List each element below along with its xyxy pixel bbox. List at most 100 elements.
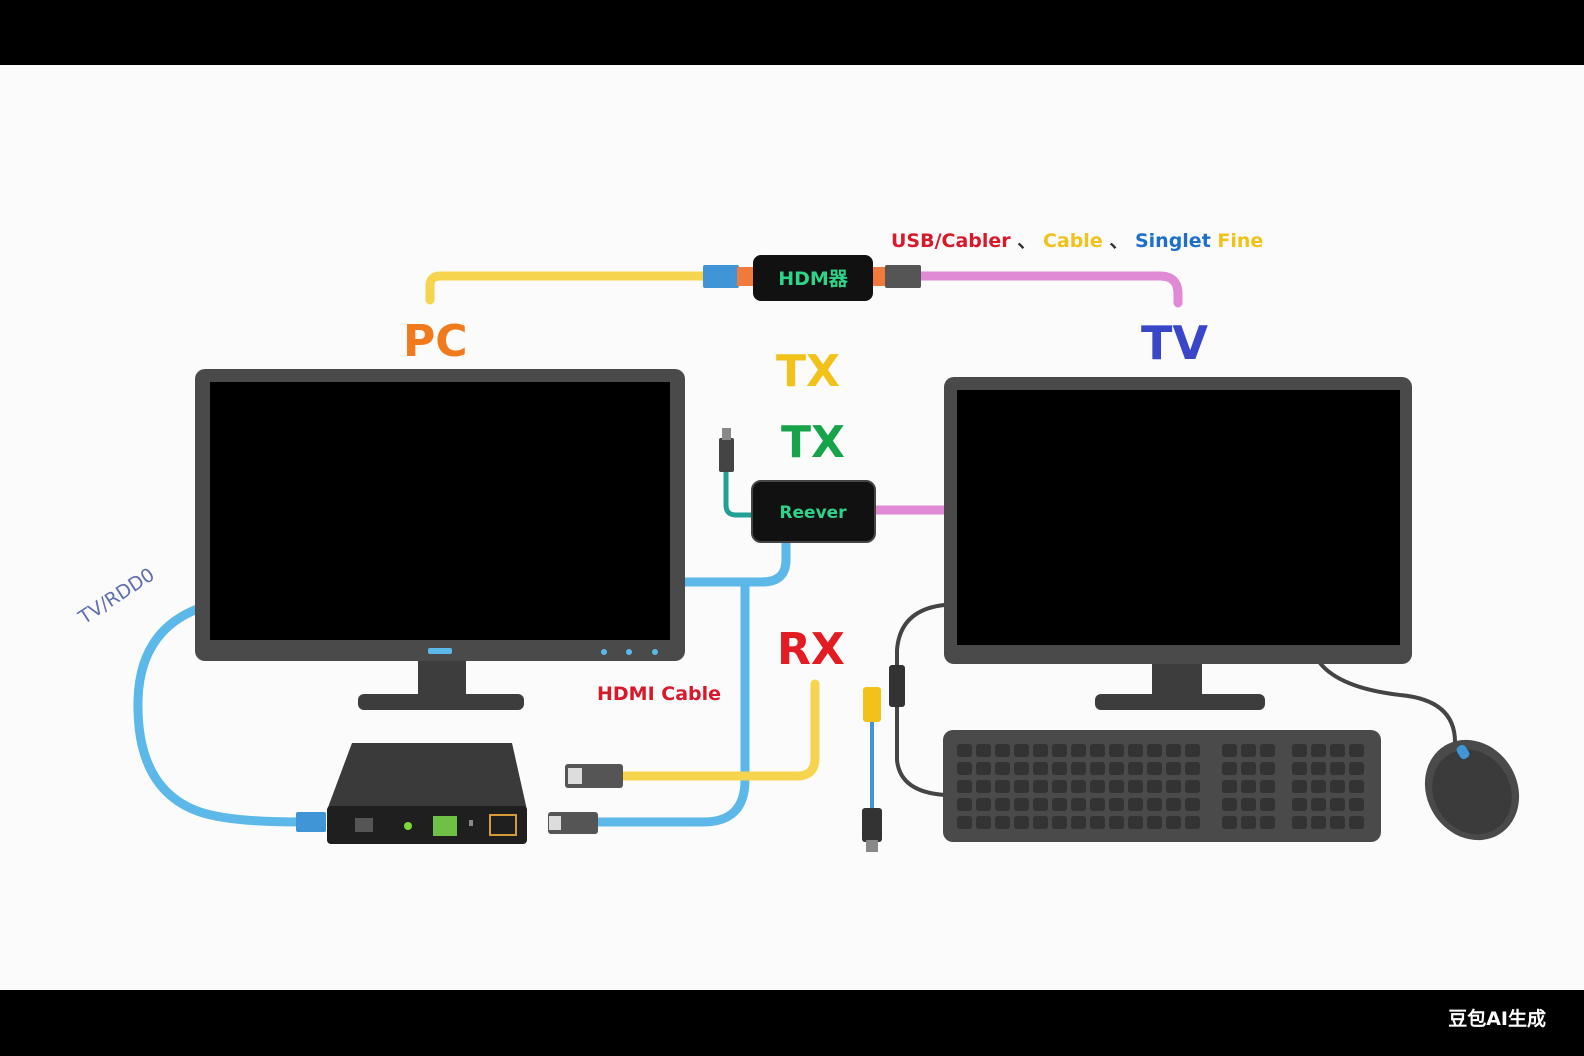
- keyboard-key: [1330, 762, 1345, 775]
- keyboard-key: [1222, 816, 1237, 829]
- keyboard-key: [1311, 762, 1326, 775]
- keyboard-key: [1241, 816, 1256, 829]
- keyboard-key: [1033, 762, 1048, 775]
- keyboard-key: [1260, 780, 1275, 793]
- keyboard-key: [957, 762, 972, 775]
- mouse: [1424, 739, 1520, 841]
- keyboard-key: [1090, 798, 1105, 811]
- keyboard-key: [995, 816, 1010, 829]
- keyboard-key: [995, 762, 1010, 775]
- keyboard-key: [1014, 762, 1029, 775]
- keyboard-key: [957, 744, 972, 757]
- keyboard-key: [1349, 744, 1364, 757]
- receiver-label: Reever: [779, 503, 847, 523]
- caption-part4: Fine: [1217, 230, 1264, 252]
- keyboard-key: [976, 816, 991, 829]
- keyboard-key: [1109, 780, 1124, 793]
- keyboard-key: [1349, 780, 1364, 793]
- keyboard-key: [1330, 816, 1345, 829]
- keyboard-key: [1109, 816, 1124, 829]
- keyboard-key: [1241, 780, 1256, 793]
- keyboard-key: [1128, 762, 1143, 775]
- keyboard-key: [1147, 798, 1162, 811]
- keyboard-key: [1292, 762, 1307, 775]
- keyboard-key: [1349, 816, 1364, 829]
- keyboard-key: [1033, 744, 1048, 757]
- keyboard-key: [1292, 780, 1307, 793]
- keyboard-key: [1311, 816, 1326, 829]
- keyboard-key: [1292, 798, 1307, 811]
- keyboard-key: [957, 816, 972, 829]
- caption-sep2: 、: [1109, 230, 1129, 252]
- keyboard-key: [976, 798, 991, 811]
- keyboard-key: [1185, 744, 1200, 757]
- keyboard-key: [1166, 780, 1181, 793]
- hdmi-adapter-label: HDM器: [778, 268, 849, 290]
- pc-monitor: [195, 369, 685, 710]
- keyboard-key: [1014, 798, 1029, 811]
- cable-blue-right: [590, 535, 791, 827]
- keyboard-key: [1349, 762, 1364, 775]
- keyboard-key: [1311, 780, 1326, 793]
- keyboard-key: [1071, 780, 1086, 793]
- keyboard-key: [1241, 744, 1256, 757]
- keyboard-key: [1033, 780, 1048, 793]
- keyboard-key: [1260, 816, 1275, 829]
- keyboard-key: [1014, 780, 1029, 793]
- keyboard-key: [1128, 816, 1143, 829]
- keyboard-key: [1071, 744, 1086, 757]
- cable-teal: [723, 467, 755, 518]
- keyboard-key: [1147, 762, 1162, 775]
- keyboard-key: [1185, 762, 1200, 775]
- top-caption: USB/Cabler 、 Cable 、 Singlet Fine: [891, 232, 1263, 251]
- keyboard-key: [1109, 744, 1124, 757]
- keyboard-key: [1260, 798, 1275, 811]
- tx-top-label: TX: [776, 346, 840, 397]
- cable-pink-top: [910, 271, 1183, 308]
- keyboard-key: [1033, 798, 1048, 811]
- cable-yellow-top: [425, 271, 710, 305]
- caption-part1: USB/Cabler: [891, 230, 1011, 252]
- caption-part2: Cable: [1042, 230, 1103, 252]
- caption-part3: Singlet: [1134, 230, 1211, 252]
- keyboard-key: [976, 780, 991, 793]
- tv-monitor: [944, 377, 1412, 710]
- keyboard-key: [1222, 798, 1237, 811]
- keyboard-key: [1052, 798, 1067, 811]
- keyboard-key: [1222, 744, 1237, 757]
- cable-mouse: [1318, 661, 1457, 744]
- receiver-box: [327, 743, 527, 844]
- keyboard-key: [1222, 762, 1237, 775]
- keyboard-key: [1052, 744, 1067, 757]
- keyboard-key: [1292, 816, 1307, 829]
- keyboard-key: [1349, 798, 1364, 811]
- connector-teal-plug: [719, 438, 734, 472]
- keyboard-key: [1071, 816, 1086, 829]
- keyboard-key: [1109, 798, 1124, 811]
- keyboard-key: [1260, 744, 1275, 757]
- pc-label: PC: [403, 316, 468, 367]
- keyboard-key: [1330, 744, 1345, 757]
- hdmi-adapter: HDM器: [753, 255, 873, 301]
- blue-plug-left: [296, 812, 326, 832]
- keyboard-key: [995, 798, 1010, 811]
- keyboard-key: [1128, 780, 1143, 793]
- keyboard-key: [1311, 744, 1326, 757]
- keyboard-key: [1033, 816, 1048, 829]
- yellow-plug: [863, 687, 881, 722]
- connector-blue-left: [703, 265, 739, 288]
- keyboard-key: [1241, 798, 1256, 811]
- keyboard-key: [1166, 798, 1181, 811]
- keyboard-key: [995, 744, 1010, 757]
- keyboard-key: [1185, 816, 1200, 829]
- keyboard-key: [1071, 762, 1086, 775]
- keyboard: [943, 730, 1381, 842]
- keyboard-key: [1128, 744, 1143, 757]
- watermark: 豆包AI生成: [1448, 1008, 1546, 1030]
- keyboard-key: [1090, 780, 1105, 793]
- keyboard-key: [957, 780, 972, 793]
- rx-label: RX: [777, 624, 845, 675]
- keyboard-key: [1166, 762, 1181, 775]
- keyboard-key: [1241, 762, 1256, 775]
